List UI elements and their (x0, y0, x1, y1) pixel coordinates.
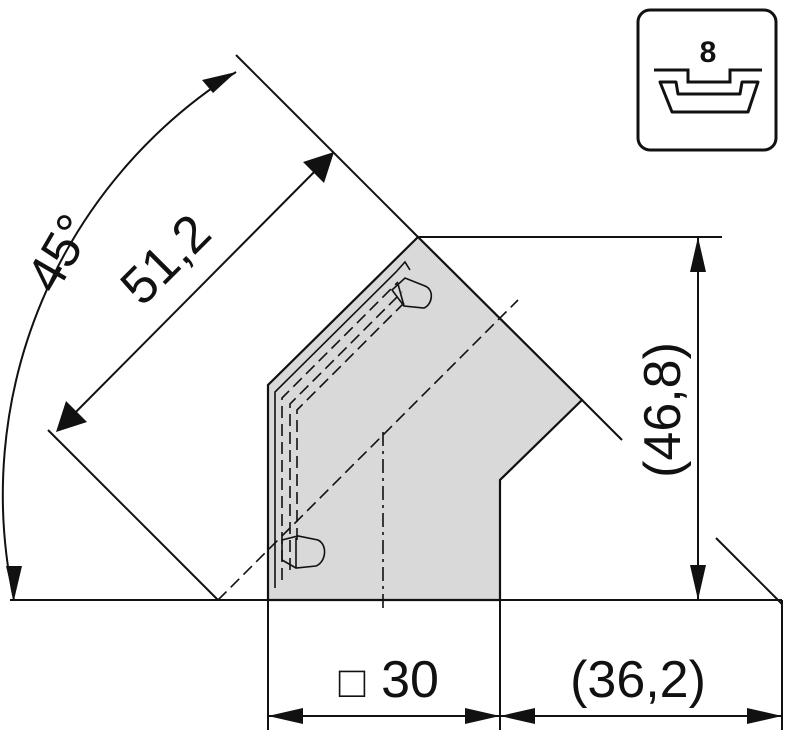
height-ext-line-slant (715, 537, 783, 605)
height-label: (46,8) (634, 342, 692, 478)
height-dimension (690, 237, 706, 600)
square-size-dimension (268, 708, 500, 724)
angle-label: 45° (16, 205, 106, 302)
offset-width-label: (36,2) (570, 651, 706, 709)
diagonal-width-label: 51,2 (110, 204, 223, 317)
square-size-label: □ 30 (339, 651, 439, 709)
slot-size-label: 8 (700, 36, 717, 69)
diagonal-center-line (217, 299, 519, 601)
lower-fastener (281, 535, 326, 569)
diagonal-width-dimension (56, 152, 334, 432)
badge-frame (636, 8, 778, 152)
slot-contour-dashed-1 (281, 281, 399, 580)
profile-section (266, 235, 584, 602)
slot-profile-icon (654, 68, 762, 114)
offset-width-dimension (500, 708, 782, 724)
diag-ext-line-right (581, 399, 623, 441)
upper-fastener (390, 277, 433, 309)
angle-dimension (1, 71, 237, 601)
slot-contour-outer (274, 260, 411, 588)
slot-contour-dashed-2 (289, 291, 403, 570)
profile-body (266, 235, 584, 602)
square-size-symbol: □ (339, 658, 366, 707)
slot-contour-dashed-3 (296, 302, 405, 540)
square-size-value: 30 (381, 651, 439, 709)
diag-ext-line-lower (47, 429, 219, 601)
angle-ext-line-upper (235, 54, 419, 238)
slot-size-badge: 8 (636, 8, 778, 152)
